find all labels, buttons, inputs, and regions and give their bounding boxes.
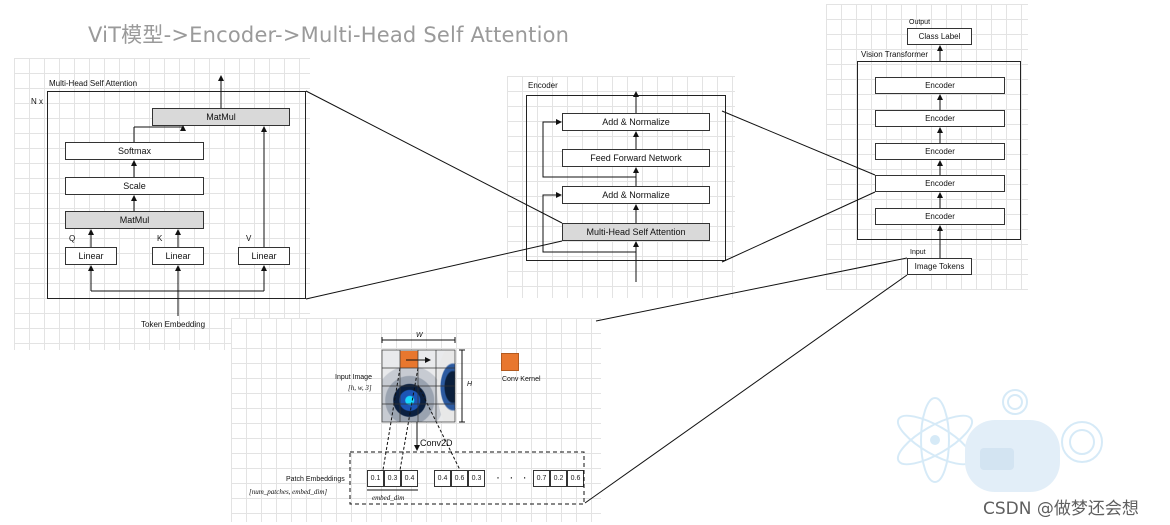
vit-encoder-box-1: Encoder bbox=[875, 208, 1005, 225]
vit-title: Vision Transformer bbox=[861, 50, 928, 59]
input-label: Input bbox=[910, 249, 926, 256]
patch-cell: 0.4 bbox=[434, 470, 451, 487]
vit-encoder-box-4: Encoder bbox=[875, 110, 1005, 127]
class-label-box: Class Label bbox=[907, 28, 972, 45]
height-label: H bbox=[467, 381, 473, 388]
patch-cell: 0.1 bbox=[367, 470, 384, 487]
ellipsis: · · · bbox=[496, 470, 530, 484]
patch-cell: 0.6 bbox=[567, 470, 584, 487]
width-label: W bbox=[416, 332, 423, 339]
patch-cell: 0.3 bbox=[384, 470, 401, 487]
patch-embeddings-shape: [num_patches, embed_dim] bbox=[249, 488, 328, 496]
page-title: ViT模型->Encoder->Multi-Head Self Attentio… bbox=[88, 23, 570, 47]
watermark-robot-logo bbox=[880, 380, 1110, 510]
mhsa-repeat-label: N x bbox=[31, 97, 43, 106]
patch-cell: 0.6 bbox=[451, 470, 468, 487]
output-label: Output bbox=[909, 19, 931, 26]
matmul-bottom-box: MatMul bbox=[65, 211, 204, 229]
mhsa-panel bbox=[14, 58, 310, 350]
k-label: K bbox=[157, 234, 163, 243]
encoder-frame bbox=[526, 95, 726, 261]
token-embedding-label: Token Embedding bbox=[141, 320, 206, 329]
linear-v-box: Linear bbox=[238, 247, 290, 265]
add-normalize-bottom-box: Add & Normalize bbox=[562, 186, 710, 204]
linear-q-box: Linear bbox=[65, 247, 117, 265]
ffn-box: Feed Forward Network bbox=[562, 149, 710, 167]
patch-cell: 0.4 bbox=[401, 470, 418, 487]
input-image-label: Input Image bbox=[335, 374, 372, 381]
patch-cell: 0.2 bbox=[550, 470, 567, 487]
encoder-mhsa-box: Multi-Head Self Attention bbox=[562, 223, 710, 241]
scale-box: Scale bbox=[65, 177, 204, 195]
encoder-title: Encoder bbox=[528, 81, 558, 90]
input-image-shape: [h, w, 3] bbox=[348, 384, 372, 392]
v-label: V bbox=[246, 234, 252, 243]
softmax-box: Softmax bbox=[65, 142, 204, 160]
conv-kernel-swatch bbox=[501, 353, 519, 371]
patch-cell: 0.7 bbox=[533, 470, 550, 487]
add-normalize-top-box: Add & Normalize bbox=[562, 113, 710, 131]
image-tokens-box: Image Tokens bbox=[907, 258, 972, 275]
patch-cell: 0.3 bbox=[468, 470, 485, 487]
vit-encoder-box-5: Encoder bbox=[875, 77, 1005, 94]
q-label: Q bbox=[69, 234, 76, 243]
vit-frame bbox=[857, 61, 1021, 240]
mhsa-title: Multi-Head Self Attention bbox=[49, 79, 138, 88]
embed-dim-label: embed_dim bbox=[372, 494, 405, 502]
vit-encoder-box-3: Encoder bbox=[875, 143, 1005, 160]
patch-embeddings-label: Patch Embeddings bbox=[286, 476, 345, 483]
mhsa-frame bbox=[47, 91, 306, 299]
conv-kernel-label: Conv Kernel bbox=[502, 376, 541, 383]
matmul-top-box: MatMul bbox=[152, 108, 290, 126]
vit-encoder-box-2: Encoder bbox=[875, 175, 1005, 192]
conv2d-label: Conv2D bbox=[420, 438, 453, 448]
watermark: CSDN @做梦还会想 bbox=[983, 499, 1139, 519]
linear-k-box: Linear bbox=[152, 247, 204, 265]
